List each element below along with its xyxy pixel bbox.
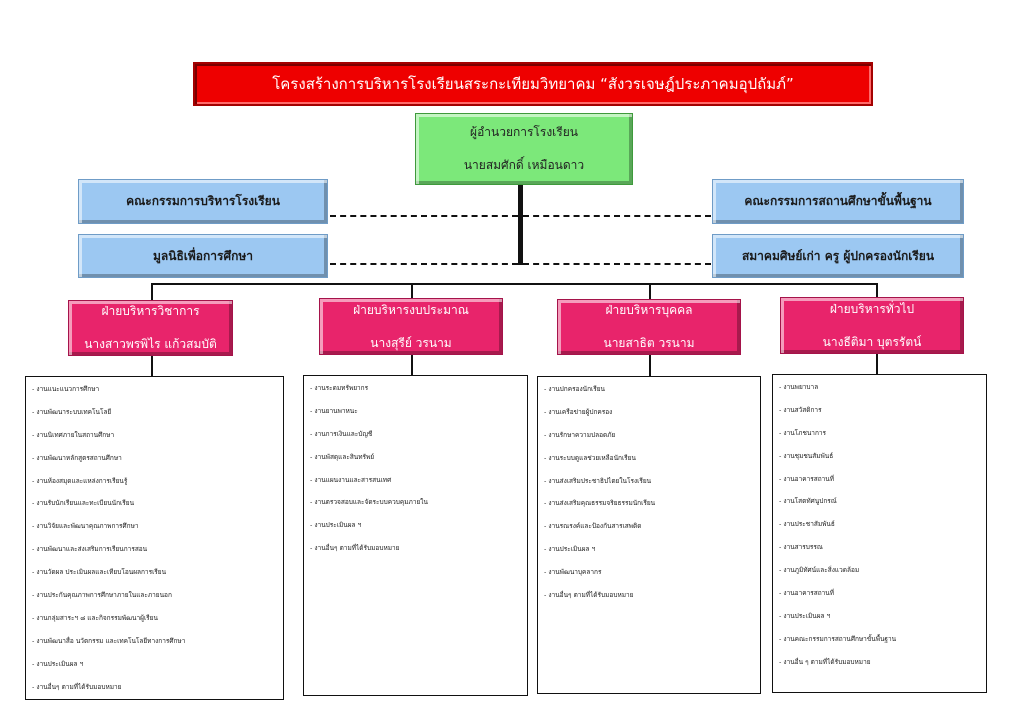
list-item: - งานการเงินและบัญชี xyxy=(310,429,373,438)
list-item: - งานพัฒนาระบบเทคโนโลยี xyxy=(32,407,112,416)
task-list-budget: - งานระดมทรัพยากร - งานยานพาหนะ - งานการ… xyxy=(303,375,528,696)
list-item: - งานพัสดุและสินทรัพย์ xyxy=(310,452,375,461)
list-item: - งานส่งเสริมประชาธิปไตยในโรงเรียน xyxy=(544,476,652,485)
committee-alumni-association: สมาคมศิษย์เก่า ครู ผู้ปกครองนักเรียน xyxy=(712,234,964,278)
department-personnel-head: นายสาธิต วรนาม xyxy=(603,336,695,350)
list-item: - งานนิเทศภายในสถานศึกษา xyxy=(32,430,115,439)
list-item: - งานวิจัยและพัฒนาคุณภาพการศึกษา xyxy=(32,522,139,531)
committee-school-board: คณะกรรมการบริหารโรงเรียน xyxy=(78,179,328,224)
list-item: - งานระดมทรัพยากร xyxy=(310,384,369,392)
dashed-connector-right-top xyxy=(523,215,711,217)
department-general-head: นางธีติมา บุตรรัตน์ xyxy=(822,334,922,349)
committee-basic-education-label: คณะกรรมการสถานศึกษาขั้นพื้นฐาน xyxy=(744,194,932,208)
list-item: - งานคณะกรรมการสถานศึกษาขั้นพื้นฐาน xyxy=(779,634,897,643)
list-item: - งานประกันคุณภาพการศึกษาภายในและภายนอก xyxy=(32,591,172,600)
list-item: - งานรักษาความปลอดภัย xyxy=(544,430,616,439)
department-academic-head: นางสาวพรพิไร แก้วสมบัติ xyxy=(84,337,217,351)
committee-basic-education: คณะกรรมการสถานศึกษาขั้นพื้นฐาน xyxy=(712,179,964,224)
list-item: - งานกลุ่มสาระฯ ๘ และกิจกรรมพัฒนาผู้เรีย… xyxy=(32,613,158,622)
list-item: - งานอาคารสถานที่ xyxy=(779,589,835,598)
chart-title-text: โครงสร้างการบริหารโรงเรียนสระกะเทียมวิทย… xyxy=(272,75,794,93)
tasks-drop-2 xyxy=(411,355,413,375)
list-item: - งานแผนงานและสารสนเทศ xyxy=(310,475,392,484)
list-item: - งานโสตทัศนูปกรณ์ xyxy=(779,497,837,506)
department-academic: ฝ่ายบริหารวิชาการ นางสาวพรพิไร แก้วสมบัต… xyxy=(68,300,233,356)
chart-title: โครงสร้างการบริหารโรงเรียนสระกะเทียมวิทย… xyxy=(193,62,873,106)
list-item: - งานพัฒนาบุคลากร xyxy=(544,568,602,577)
list-item: - งานเครือข่ายผู้ปกครอง xyxy=(544,407,613,416)
list-item: - งานระบบดูแลช่วยเหลือนักเรียน xyxy=(544,453,636,462)
tasks-drop-4 xyxy=(876,354,878,374)
list-item: - งานประชาสัมพันธ์ xyxy=(779,520,835,529)
dashed-connector-right-bottom xyxy=(523,263,711,265)
task-list-academic: - งานแนะแนวการศึกษา - งานพัฒนาระบบเทคโนโ… xyxy=(25,376,284,700)
list-item: - งานประเมินผล ฯ xyxy=(32,659,84,668)
dashed-connector-left-bottom xyxy=(330,263,518,265)
department-personnel-title: ฝ่ายบริหารบุคคล xyxy=(605,303,693,317)
department-academic-title: ฝ่ายบริหารวิชาการ xyxy=(101,304,200,318)
list-item: - งานแนะแนวการศึกษา xyxy=(32,385,100,393)
list-item: - งานวัดผล ประเมินผลและเทียบโอนผลการเรีย… xyxy=(32,568,167,577)
department-general: ฝ่ายบริหารทั่วไป นางธีติมา บุตรรัตน์ xyxy=(780,297,964,354)
dept-drop-4 xyxy=(876,283,878,297)
list-item: - งานปกครองนักเรียน xyxy=(544,385,606,393)
director-role: ผู้อำนวยการโรงเรียน xyxy=(470,125,578,139)
tasks-drop-3 xyxy=(649,355,651,376)
list-item: - งานประเมินผล ฯ xyxy=(779,611,831,620)
committee-foundation-label: มูลนิธิเพื่อการศึกษา xyxy=(153,248,253,263)
list-item: - งานอื่นๆ ตามที่ได้รับมอบหมาย xyxy=(310,544,400,553)
list-item: - งานพัฒนาหลักสูตรสถานศึกษา xyxy=(32,453,122,462)
trunk-line xyxy=(518,185,523,265)
department-general-title: ฝ่ายบริหารทั่วไป xyxy=(829,301,915,316)
department-budget: ฝ่ายบริหารงบประมาณ นางสุรีย์ วรนาม xyxy=(319,298,503,355)
list-item: - งานประเมินผล ฯ xyxy=(544,545,596,554)
list-item: - งานยานพาหนะ xyxy=(310,406,358,415)
list-item: - งานห้องสมุดและแหล่งการเรียนรู้ xyxy=(32,476,128,485)
list-item: - งานพัฒนาและส่งเสริมการเรียนการสอน xyxy=(32,545,148,554)
list-item: - งานโภชนาการ xyxy=(779,428,827,437)
dept-drop-1 xyxy=(151,283,153,300)
list-item: - งานรับนักเรียนและทะเบียนนักเรียน xyxy=(32,499,135,508)
list-item: - งานอาคารสถานที่ xyxy=(779,474,835,483)
list-item: - งานพยาบาล xyxy=(779,383,819,391)
department-personnel: ฝ่ายบริหารบุคคล นายสาธิต วรนาม xyxy=(557,299,741,355)
department-budget-title: ฝ่ายบริหารงบประมาณ xyxy=(353,302,469,317)
tasks-drop-1 xyxy=(151,356,153,376)
list-item: - งานตรวจสอบและจัดระบบควบคุมภายใน xyxy=(310,498,428,507)
director-box: ผู้อำนวยการโรงเรียน นายสมศักดิ์ เหมือนดา… xyxy=(415,113,633,185)
committee-school-board-label: คณะกรรมการบริหารโรงเรียน xyxy=(126,194,280,208)
list-item: - งานประเมินผล ฯ xyxy=(310,521,362,530)
dashed-connector-left-top xyxy=(330,215,518,217)
department-bus-line xyxy=(151,283,877,285)
list-item: - งานอื่น ๆ ตามที่ได้รับมอบหมาย xyxy=(779,657,871,666)
list-item: - งานรณรงค์และป้องกันสารเสพติด xyxy=(544,522,642,531)
list-item: - งานชุมชนสัมพันธ์ xyxy=(779,451,834,460)
dept-drop-3 xyxy=(649,283,651,299)
list-item: - งานพัฒนาสื่อ นวัตกรรม และเทคโนโลยีทางก… xyxy=(32,636,186,645)
list-item: - งานสวัสดิการ xyxy=(779,405,822,414)
committee-alumni-association-label: สมาคมศิษย์เก่า ครู ผู้ปกครองนักเรียน xyxy=(741,248,935,263)
list-item: - งานอื่นๆ ตามที่ได้รับมอบหมาย xyxy=(544,591,634,600)
department-budget-head: นางสุรีย์ วรนาม xyxy=(370,335,452,350)
list-item: - งานอื่นๆ ตามที่ได้รับมอบหมาย xyxy=(32,682,122,691)
list-item: - งานส่งเสริมคุณธรรมจริยธรรมนักเรียน xyxy=(544,499,656,508)
director-name: นายสมศักดิ์ เหมือนดาว xyxy=(463,158,585,172)
task-list-personnel: - งานปกครองนักเรียน - งานเครือข่ายผู้ปกค… xyxy=(537,376,761,694)
dept-drop-2 xyxy=(411,283,413,298)
committee-foundation: มูลนิธิเพื่อการศึกษา xyxy=(78,234,328,278)
list-item: - งานสารบรรณ xyxy=(779,543,823,552)
list-item: - งานภูมิทัศน์และสิ่งแวดล้อม xyxy=(779,566,860,575)
task-list-general: - งานพยาบาล - งานสวัสดิการ - งานโภชนาการ… xyxy=(772,374,987,693)
